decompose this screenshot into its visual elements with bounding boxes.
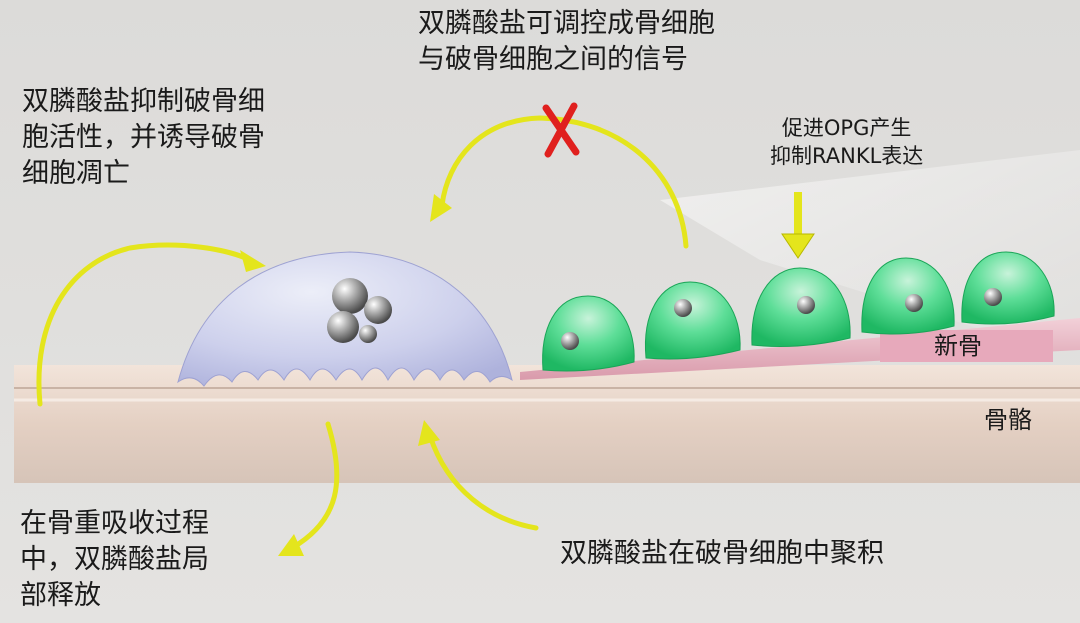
bisphosphonate-granule <box>327 311 359 343</box>
arrowhead-icon <box>278 534 304 556</box>
arrowheads <box>240 194 815 556</box>
arrowhead-icon <box>240 250 266 272</box>
label-bone: 骨骼 <box>984 406 1032 434</box>
arrowhead-icon <box>781 233 815 259</box>
osteoblast-nucleus <box>905 294 923 312</box>
label-signal-line: 与破骨细胞之间的信号 <box>418 44 688 75</box>
osteoblast-nucleus <box>561 332 579 350</box>
osteoblast <box>861 257 955 335</box>
label-signal-line: 双膦酸盐可调控成骨细胞 <box>418 8 715 39</box>
label-inhibit-line: 胞活性，并诱导破骨 <box>22 122 265 153</box>
osteoblast <box>644 281 741 360</box>
osteoblast-nucleus <box>674 299 692 317</box>
arrowhead-icon <box>430 194 452 222</box>
blocked-cross-icon <box>542 102 580 158</box>
label-opg: 促进OPG产生 抑制RANKL表达 <box>770 114 923 170</box>
arrow-inhibit <box>36 242 253 407</box>
label-opg-line: 抑制RANKL表达 <box>770 144 924 168</box>
label-new-bone: 新骨 <box>934 332 982 360</box>
bisphosphonate-granule <box>364 296 392 324</box>
arrows <box>36 115 802 551</box>
label-release-line: 中，双膦酸盐局 <box>20 544 209 575</box>
osteoblast-nucleus <box>797 296 815 314</box>
label-release-line: 部释放 <box>20 580 101 611</box>
label-opg-line: 促进OPG产生 <box>781 116 912 140</box>
bisphosphonate-granule <box>359 325 377 343</box>
label-signal: 双膦酸盐可调控成骨细胞 与破骨细胞之间的信号 <box>418 6 715 78</box>
arrow-release <box>289 421 340 551</box>
label-inhibit-line: 细胞凋亡 <box>22 158 130 189</box>
osteoblast <box>751 267 851 347</box>
new-bone-band <box>880 330 1053 362</box>
osteoblast-row <box>542 251 1055 372</box>
label-inhibit: 双膦酸盐抑制破骨细 胞活性，并诱导破骨 细胞凋亡 <box>22 84 265 192</box>
label-release-line: 在骨重吸收过程 <box>20 508 209 539</box>
osteoblast <box>961 251 1055 325</box>
label-release: 在骨重吸收过程 中，双膦酸盐局 部释放 <box>20 506 209 614</box>
osteoclast <box>177 251 513 387</box>
arrow-accumulate <box>427 433 539 531</box>
arrowhead-icon <box>418 420 440 446</box>
osteoblast-nucleus <box>984 288 1002 306</box>
bisphosphonate-granule <box>332 278 368 314</box>
label-accumulate: 双膦酸盐在破骨细胞中聚积 <box>560 538 884 569</box>
label-inhibit-line: 双膦酸盐抑制破骨细 <box>22 86 265 117</box>
osteoblast <box>542 295 635 372</box>
bone-layer <box>14 365 1080 483</box>
arrow-signal <box>439 115 689 249</box>
